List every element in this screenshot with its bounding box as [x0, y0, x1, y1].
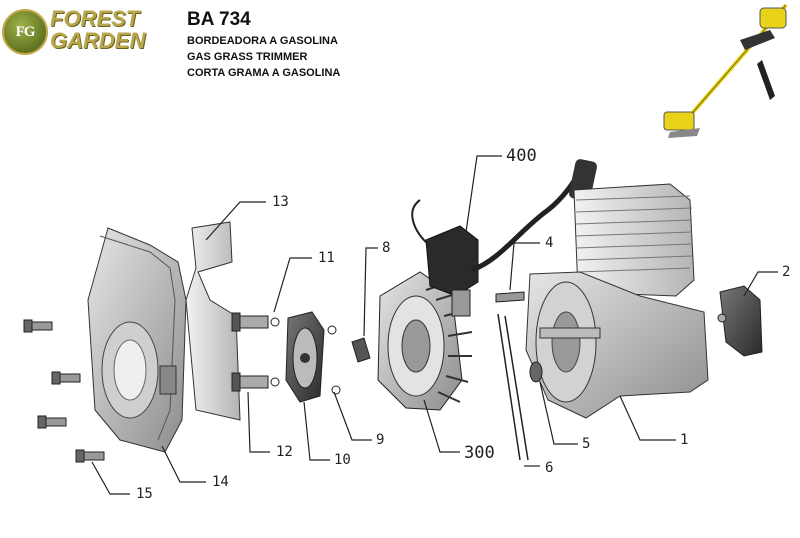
callout-11: 11	[318, 250, 335, 266]
logo-monogram: FG	[15, 23, 36, 40]
cover-part-2	[717, 285, 763, 357]
callout-300: 300	[464, 443, 495, 463]
clutch-part-10	[285, 311, 325, 403]
description-english: GAS GRASS TRIMMER	[187, 51, 308, 63]
model-number: BA 734	[187, 9, 251, 30]
callout-400: 400	[506, 146, 537, 166]
fan-housing-part-14	[87, 227, 187, 453]
callout-9: 9	[376, 432, 385, 448]
callout-10: 10	[334, 452, 351, 468]
callout-5: 5	[582, 436, 591, 452]
engine-block-part-1	[525, 183, 709, 419]
callout-1: 1	[680, 432, 689, 448]
leader-lines	[91, 155, 778, 495]
callout-15: 15	[136, 486, 153, 502]
flywheel-part-300	[377, 271, 473, 411]
washer-part-9	[327, 325, 337, 335]
bolt-part-4	[495, 291, 525, 303]
nut-part-8	[351, 337, 371, 363]
callout-6: 6	[545, 460, 554, 476]
trimmer-illustration	[663, 3, 788, 138]
pins-part-6	[497, 313, 529, 461]
washer-part-11	[270, 317, 280, 327]
forest-garden-logo: FG FOREST GARDEN	[2, 6, 180, 56]
logo-brand-line2: GARDEN	[50, 28, 146, 53]
logo-brand-line1: FOREST	[50, 6, 140, 31]
callout-14: 14	[212, 474, 229, 490]
callout-2: 2	[782, 264, 791, 280]
callout-13: 13	[272, 194, 289, 210]
screws-part-15	[23, 319, 105, 463]
description-portuguese: CORTA GRAMA A GASOLINA	[187, 67, 341, 79]
logo-seal: FG	[2, 9, 48, 55]
description-spanish: BORDEADORA A GASOLINA	[187, 35, 338, 47]
callout-12: 12	[276, 444, 293, 460]
bolts-part-12	[231, 312, 269, 392]
seal-part-5	[529, 361, 543, 383]
callout-8: 8	[382, 240, 391, 256]
callout-4: 4	[545, 235, 554, 251]
